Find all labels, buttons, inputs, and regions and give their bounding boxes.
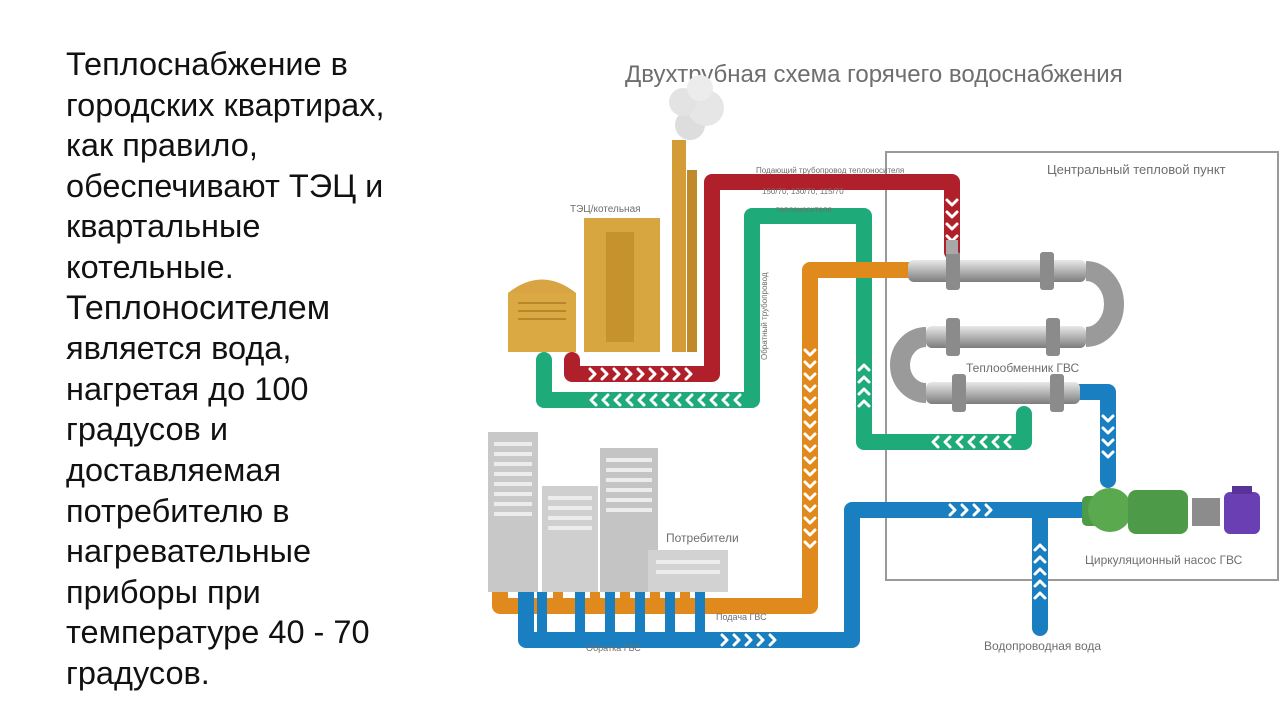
text-line: является вода, <box>66 330 292 367</box>
text-line: котельные. <box>66 248 234 285</box>
text-line: Теплоснабжение в <box>66 46 348 82</box>
consumer-branches <box>537 592 705 640</box>
diagram-canvas: Двухтрубная схема горячего водоснабжения… <box>488 61 1279 653</box>
cold-water-pipe <box>518 502 1098 648</box>
text-line: доставляемая <box>66 451 282 488</box>
slide-text: Теплоснабжение в городских квартирах, ка… <box>66 44 466 694</box>
supply-pipe <box>564 174 960 382</box>
text-line: температуре 40 - 70 <box>66 614 370 651</box>
text-line: нагревательные <box>66 533 312 570</box>
supply-pipe-label: Подающий трубопровод теплоносителя <box>756 166 904 175</box>
pump-label: Циркуляционный насос ГВС <box>1085 553 1243 567</box>
hot-water-supply-pipe <box>492 262 916 614</box>
hot-water-return-pipe <box>1072 384 1116 488</box>
text-line: градусов и <box>66 411 228 448</box>
hot-water-diagram: Двухтрубная схема горячего водоснабжения… <box>480 40 1280 680</box>
hot-return-label: Обратка ГВС <box>586 643 641 653</box>
text-line-emphasis: Теплоносителем <box>66 288 331 327</box>
coolant-label: теплоносителя <box>776 205 832 214</box>
text-line: нагретая до 100 <box>66 370 309 407</box>
chimney-2 <box>687 170 697 352</box>
plant <box>508 75 724 352</box>
text-line: квартальные <box>66 208 261 245</box>
heat-exchanger-label: Теплообменник ГВС <box>966 361 1079 375</box>
text-line: городских квартирах, <box>66 86 385 123</box>
central-point-label: Центральный тепловой пункт <box>1047 162 1226 177</box>
temperature-label: 150/70, 130/70, 115/70 <box>762 187 844 196</box>
consumer-buildings <box>488 432 728 592</box>
tap-water-label: Водопроводная вода <box>984 639 1101 653</box>
consumers-label: Потребители <box>666 531 739 545</box>
text-line: приборы при <box>66 573 261 610</box>
central-heat-point-box <box>885 151 1279 581</box>
return-pipe-label: Обратный трубопровод <box>760 272 769 360</box>
text-line: обеспечивают ТЭЦ и <box>66 167 384 204</box>
circulation-pump <box>1082 486 1260 534</box>
text-line: градусов. <box>66 654 210 691</box>
plant-block <box>508 293 576 352</box>
flow-arrows <box>588 198 1115 647</box>
text-line: потребителю в <box>66 492 290 529</box>
plant-dome <box>508 279 576 293</box>
text-line: как правило, <box>66 127 258 164</box>
chimney-1 <box>672 140 686 352</box>
hot-supply-label: Подача ГВС <box>716 612 767 622</box>
return-pipe <box>536 208 1032 450</box>
plant-window <box>606 232 634 342</box>
heat-exchanger <box>890 240 1124 412</box>
smoke <box>687 75 713 101</box>
plant-label: ТЭЦ/котельная <box>570 204 641 215</box>
